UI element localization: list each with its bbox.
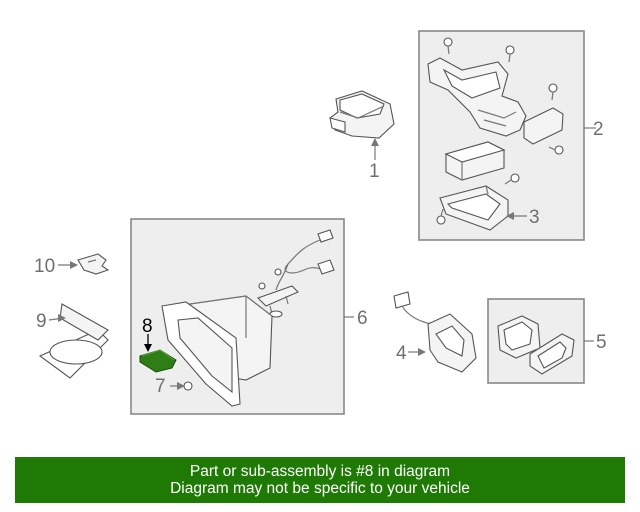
part-7-screw[interactable] bbox=[183, 381, 193, 391]
callout-7: 7 bbox=[155, 376, 166, 397]
callout-9: 9 bbox=[36, 311, 47, 332]
callout-10: 10 bbox=[34, 256, 55, 277]
callout-8: 8 bbox=[142, 316, 153, 337]
callout-6: 6 bbox=[357, 308, 368, 329]
callout-2: 2 bbox=[593, 119, 604, 140]
banner-line-1: Part or sub-assembly is #8 in diagram bbox=[189, 463, 451, 480]
callout-1: 1 bbox=[369, 161, 380, 182]
part-10-clip[interactable] bbox=[77, 253, 110, 275]
callout-3: 3 bbox=[529, 207, 540, 228]
wire-harness[interactable] bbox=[275, 229, 335, 291]
head-unit[interactable] bbox=[161, 295, 273, 407]
banner-line-2: Diagram may not be specific to your vehi… bbox=[170, 480, 470, 497]
part-4-camera[interactable] bbox=[393, 291, 477, 373]
control-module[interactable] bbox=[444, 141, 506, 181]
info-banner: Part or sub-assembly is #8 in diagram Di… bbox=[15, 457, 625, 503]
part-5-housing[interactable] bbox=[497, 315, 575, 375]
part-1-unit[interactable] bbox=[329, 90, 395, 139]
part-8-highlighted[interactable] bbox=[139, 349, 177, 373]
bolt-icon bbox=[436, 37, 564, 225]
callout-5: 5 bbox=[596, 332, 607, 353]
part-3-tray[interactable] bbox=[439, 185, 509, 231]
callout-4: 4 bbox=[396, 343, 407, 364]
mounting-bracket[interactable] bbox=[256, 268, 299, 318]
part-9-disc-holder[interactable] bbox=[38, 303, 109, 379]
part-2-bracket[interactable] bbox=[427, 57, 564, 145]
